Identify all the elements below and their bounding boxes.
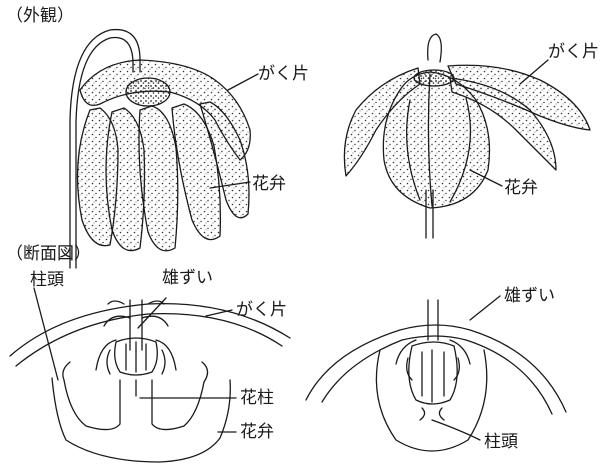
left-exterior-sepal-label: がく片 xyxy=(258,64,309,84)
right-exterior-sepal-label: がく片 xyxy=(548,42,599,62)
left-section-sepal-label: がく片 xyxy=(236,300,287,320)
left-section-stigma-label: 柱頭 xyxy=(30,270,64,290)
cross-section-title: （断面図） xyxy=(6,244,91,264)
right-section-flower xyxy=(306,296,566,451)
exterior-section-title: （外観） xyxy=(6,6,74,26)
left-section-petal-label: 花弁 xyxy=(240,422,274,442)
left-section-stamen-label: 雄ずい xyxy=(162,268,213,288)
right-section-stigma-label: 柱頭 xyxy=(484,432,518,452)
left-exterior-petal-label: 花弁 xyxy=(252,174,286,194)
right-exterior-flower xyxy=(344,34,590,238)
right-exterior-petal-label: 花弁 xyxy=(504,178,538,198)
left-exterior-flower xyxy=(70,30,258,268)
left-section-style-label: 花柱 xyxy=(240,388,274,408)
right-section-stamen-label: 雄ずい xyxy=(504,286,555,306)
